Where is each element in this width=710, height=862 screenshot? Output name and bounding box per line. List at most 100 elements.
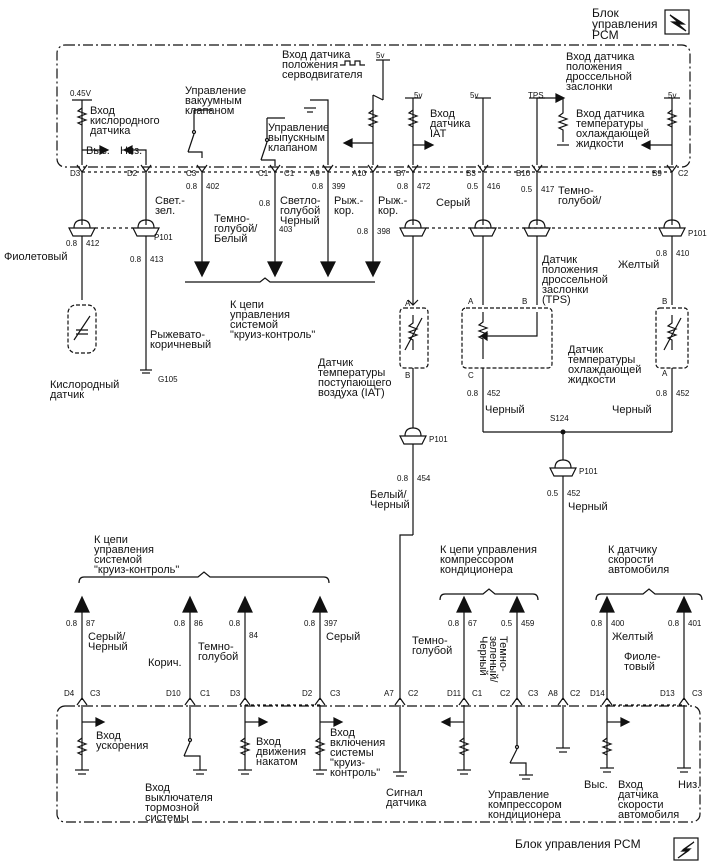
pin-label: D11: [447, 689, 462, 698]
tps-pin-b: B: [522, 297, 528, 306]
pin-label: A10: [352, 169, 367, 178]
wire-number: 398: [377, 227, 391, 236]
cruise-group-bottom: К цепи управления системой "круиз-контро…: [94, 534, 180, 576]
arrow-icon: [440, 717, 451, 727]
ground-g105: G105: [158, 375, 178, 384]
pin-label: C3: [330, 689, 341, 698]
connector-p101-icon: [68, 219, 96, 237]
resistor-icon: [239, 737, 251, 756]
splice-s124: S124: [550, 414, 569, 423]
label-ect-input: Вход датчика температуры охлаждающей жид…: [576, 108, 650, 150]
pcm-title-bottom: Блок управления PCM: [515, 837, 641, 851]
pin-label: B3: [466, 169, 476, 178]
label-brake: Вход выключателя тормозной системы: [145, 782, 213, 824]
pin-label: D4: [64, 689, 75, 698]
arrow-up-icon: [74, 595, 90, 613]
wire-color: Свет.- зел.: [155, 195, 185, 217]
label-vent: Управление выпускным клапаном: [268, 122, 330, 154]
label-coast: Вход движения накатом: [256, 736, 307, 768]
pin-terminal: [557, 696, 569, 706]
pin-label: D14: [590, 689, 605, 698]
wire-gauge: 0.8: [448, 619, 460, 628]
resistor-icon: [314, 737, 326, 756]
wire-number: 87: [86, 619, 95, 628]
resistor-icon: [407, 109, 419, 128]
connector-p101: P101: [688, 229, 707, 238]
ect-sensor-label: Датчик температуры охлаждающей жидкости: [568, 344, 642, 386]
wire-number: 84: [249, 631, 258, 640]
vss-group: К датчику скорости автомобиля: [608, 544, 670, 576]
connector-p101-icon: [399, 427, 427, 445]
resistor-icon: [76, 107, 88, 126]
wire-number: 412: [86, 239, 100, 248]
pin-label: A9: [310, 169, 320, 178]
tps-sensor-icon: [461, 307, 553, 369]
pin-label: D3: [230, 689, 241, 698]
arrow-up-icon: [509, 595, 525, 613]
o2-sensor-label: Кислородный датчик: [50, 379, 120, 401]
wire-gauge: 0.8: [656, 249, 668, 258]
pin-label: C2: [500, 689, 511, 698]
wire: [261, 159, 276, 166]
label-o2-input: Вход кислородного датчика: [90, 105, 160, 137]
thermistor-icon: [663, 315, 682, 351]
brace: [78, 571, 330, 584]
label-signal: Сигнал датчика: [386, 787, 427, 809]
resistor-icon: [367, 109, 379, 128]
pin-terminal: [140, 164, 152, 174]
switch-contact: [191, 129, 197, 135]
ect-pin-b: B: [662, 297, 668, 306]
wire-number: 413: [150, 255, 164, 264]
wire-color: Белый/ Черный: [370, 489, 410, 511]
resistor-icon: [666, 109, 678, 128]
wire-gauge: 0.8: [174, 619, 186, 628]
wire-gauge: 0.8: [467, 389, 479, 398]
pin-label: C3: [692, 689, 703, 698]
brace: [439, 588, 539, 601]
wire-color: Черный: [612, 404, 652, 416]
label-low-bottom: Низ.: [678, 779, 701, 791]
pin-label: C3: [186, 169, 197, 178]
pin-terminal: [322, 164, 334, 174]
connector-p101-icon: [132, 219, 160, 237]
wire-number: 459: [521, 619, 535, 628]
pin-terminal: [511, 696, 523, 706]
label-tps-input: Вход датчика положения дроссельной засло…: [566, 51, 635, 93]
arrow-icon: [342, 138, 353, 148]
brace: [595, 588, 703, 601]
pin-terminal: [196, 164, 208, 174]
iat-sensor-label: Датчик температуры поступающего воздуха …: [318, 357, 392, 399]
wire-number: 401: [688, 619, 702, 628]
ac-group: К цепи управления компрессором кондицион…: [440, 544, 537, 576]
label-5v-servo: 5v: [376, 51, 385, 60]
switch-contact: [187, 737, 193, 743]
label-vacuum: Управление вакуумным клапаном: [185, 85, 247, 117]
pin-label: B9: [652, 169, 662, 178]
label-accel: Вход ускорения: [96, 730, 149, 752]
wire: [188, 151, 203, 158]
arrow-down-icon: [267, 261, 283, 278]
ect-pin-a: A: [662, 369, 668, 378]
wire-number: 403: [279, 225, 293, 234]
wire-color: Корич.: [148, 657, 182, 669]
arrow-icon: [258, 717, 269, 727]
arrow-down-icon: [365, 261, 381, 278]
pin-label: B7: [396, 169, 406, 178]
pin-label: A7: [384, 689, 394, 698]
pin-terminal: [601, 696, 613, 706]
pulse-signal-icon: [340, 60, 365, 66]
resistor-icon: [601, 737, 613, 756]
tps-pin-a: A: [468, 297, 474, 306]
ect-sensor-icon: [655, 307, 689, 369]
pin-terminal: [531, 164, 543, 174]
wire-color: Желтый: [612, 631, 654, 643]
pin-terminal: [407, 299, 419, 306]
potentiometer-icon: [477, 312, 538, 359]
pin-label: D10: [166, 689, 181, 698]
wire-color: Серый: [326, 631, 361, 643]
connector-p101: P101: [429, 435, 448, 444]
arrow-up-icon: [676, 595, 692, 613]
label-low: Низ.: [120, 145, 143, 157]
